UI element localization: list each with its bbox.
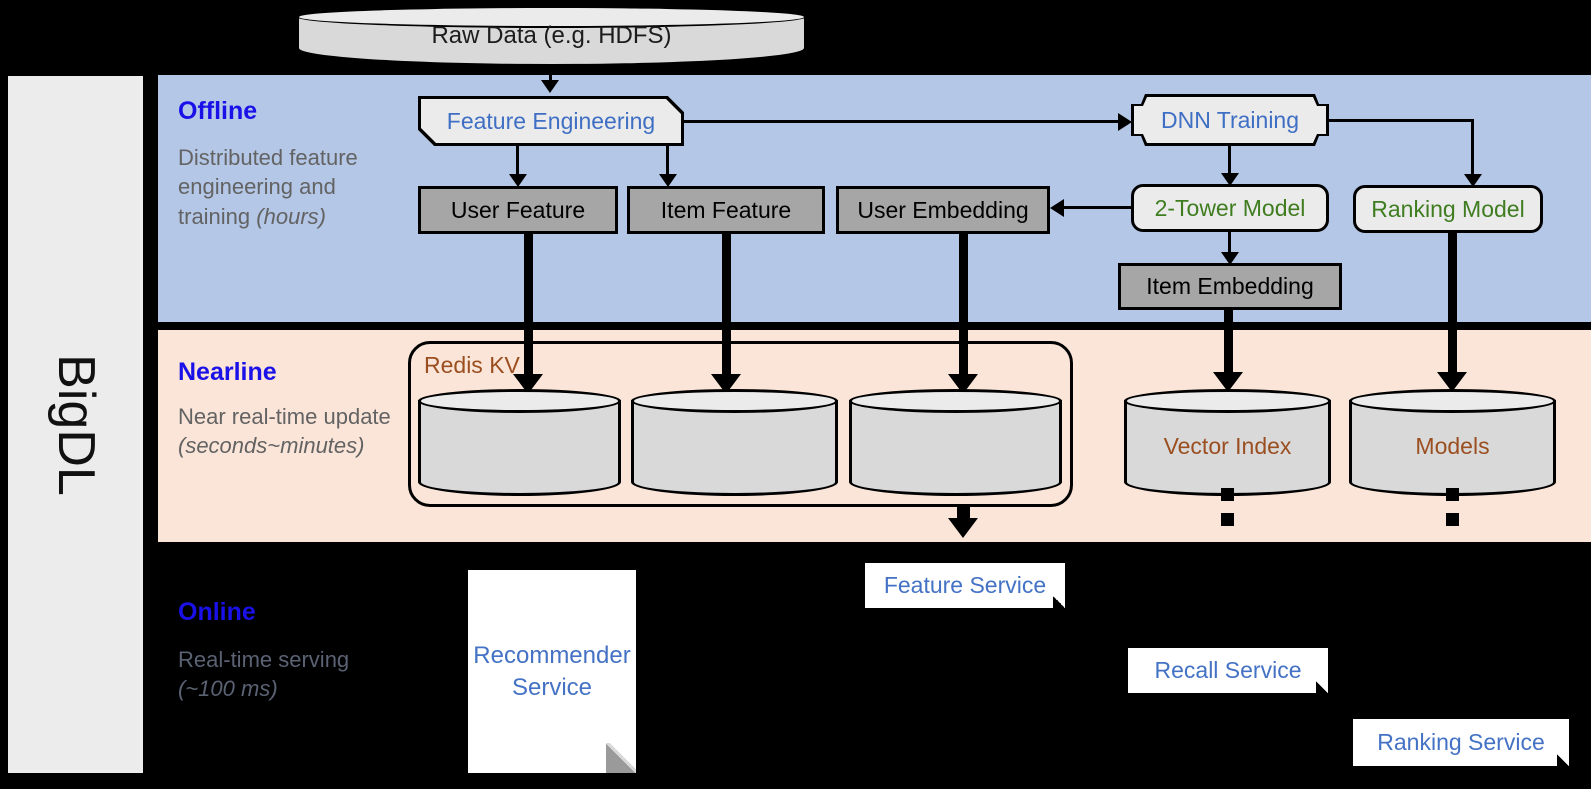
cylinder-top [418, 389, 621, 413]
band-subtitle-nearline: Near real-time update (seconds~minutes) [178, 402, 408, 461]
raw-data-cylinder[interactable]: Raw Data (e.g. HDFS) [297, 6, 806, 66]
vector-index-cylinder[interactable]: Vector Index [1124, 389, 1331, 496]
band-subtitle-online: Real-time serving (~100 ms) [178, 645, 408, 704]
arrowhead-fe-to-dnn [1118, 113, 1132, 131]
stub-models-upper [1446, 488, 1459, 501]
node-user-embedding[interactable]: User Embedding [836, 186, 1050, 234]
cylinder-top [1124, 389, 1331, 413]
node-feature-service-label: Feature Service [883, 572, 1047, 598]
node-ranking-model-label: Ranking Model [1371, 195, 1525, 222]
sidebar-label: BigDL [46, 353, 105, 496]
band-subtitle-offline-main: Distributed feature engineering and trai… [178, 145, 358, 229]
cylinder-top [1349, 389, 1556, 413]
arrowhead-dnn-to-twotower [1221, 173, 1239, 186]
node-user-feature[interactable]: User Feature [418, 186, 618, 234]
node-feature-engineering-label: Feature Engineering [421, 99, 681, 143]
connector-fe-to-userfeature [516, 146, 519, 176]
connector-twotower-to-userembedding [1062, 206, 1132, 209]
store-cylinder-1-label [418, 389, 621, 496]
arrowhead-feeder-itemembedding [1213, 372, 1243, 392]
cylinder-body [418, 400, 621, 496]
node-item-embedding[interactable]: Item Embedding [1118, 263, 1342, 310]
node-item-embedding-label: Item Embedding [1146, 273, 1314, 300]
connector-fe-to-itemfeature [666, 146, 669, 176]
band-subtitle-online-main: Real-time serving [178, 647, 350, 672]
store-cylinder-2[interactable] [631, 389, 838, 496]
band-subtitle-online-em: (~100 ms) [178, 676, 278, 702]
node-feature-engineering[interactable]: Feature Engineering [418, 96, 684, 146]
raw-data-label: Raw Data (e.g. HDFS) [431, 22, 672, 49]
band-title-online: Online [178, 598, 256, 626]
store-cylinder-3[interactable] [849, 389, 1062, 496]
stub-models-lower [1446, 513, 1459, 526]
group-redis-kv-label: Redis KV [424, 352, 520, 378]
node-item-feature[interactable]: Item Feature [627, 186, 825, 234]
connector-twotower-to-itemembedding [1228, 232, 1231, 258]
node-ranking-service[interactable]: Ranking Service [1353, 719, 1569, 766]
connector-dnn-to-ranking-v [1471, 119, 1474, 179]
node-user-feature-label: User Feature [450, 196, 586, 223]
arrowhead-fe-to-userfeature [509, 174, 527, 187]
band-subtitle-nearline-em: (seconds~minutes) [178, 433, 365, 459]
node-recall-service[interactable]: Recall Service [1128, 648, 1328, 693]
node-two-tower-model-label: 2-Tower Model [1154, 194, 1306, 221]
cylinder-top [849, 389, 1062, 413]
cylinder-body [849, 400, 1062, 496]
arrowhead-feeder-rankingmodel [1437, 372, 1467, 392]
models-label: Models [1415, 433, 1490, 459]
arrowhead-fe-to-itemfeature [659, 174, 677, 187]
connector-dnn-to-ranking-h [1329, 119, 1474, 122]
node-user-embedding-label: User Embedding [857, 196, 1029, 223]
connector-rawdata-to-fe [549, 66, 552, 82]
cylinder-top [631, 389, 838, 413]
feeder-itemembedding [1224, 310, 1233, 378]
stub-feature-service [957, 505, 970, 518]
stub-vector-index-lower [1221, 513, 1234, 526]
feeder-userfeature [524, 234, 533, 380]
band-subtitle-offline: Distributed feature engineering and trai… [178, 143, 408, 231]
vector-index-label: Vector Index [1163, 433, 1292, 459]
store-cylinder-1[interactable] [418, 389, 621, 496]
arrowhead-twotower-to-itemembedding [1221, 252, 1239, 265]
connector-dnn-to-twotower [1228, 146, 1231, 178]
node-recommender-service[interactable]: Recommender Service [468, 570, 636, 773]
group-redis-kv[interactable] [408, 341, 1073, 507]
band-subtitle-nearline-main: Near real-time update [178, 404, 391, 429]
node-feature-service[interactable]: Feature Service [865, 563, 1065, 608]
models-cylinder[interactable]: Models [1349, 389, 1556, 496]
feeder-userembedding [959, 234, 968, 380]
band-title-nearline: Nearline [178, 358, 277, 386]
node-dnn-training[interactable]: DNN Training [1131, 94, 1329, 146]
stub-vector-index-upper [1221, 488, 1234, 501]
band-title-offline: Offline [178, 97, 258, 125]
node-item-feature-label: Item Feature [660, 196, 792, 223]
sidebar-bigdl: BigDL [8, 76, 143, 773]
feeder-rankingmodel [1448, 233, 1457, 378]
node-ranking-model[interactable]: Ranking Model [1353, 185, 1543, 233]
node-dnn-training-label: DNN Training [1134, 97, 1326, 143]
arrowhead-to-feature-service [948, 518, 978, 538]
node-recall-service-label: Recall Service [1154, 657, 1302, 683]
arrowhead-twotower-to-userembedding [1050, 199, 1064, 217]
store-cylinder-2-label [631, 389, 838, 496]
node-ranking-service-label: Ranking Service [1377, 729, 1545, 755]
band-subtitle-offline-em: (hours) [256, 203, 326, 229]
node-recommender-service-label: Recommender Service [473, 642, 631, 701]
arrowhead-rawdata-to-fe [541, 80, 559, 93]
connector-fe-to-dnn [684, 120, 1118, 123]
store-cylinder-3-label [849, 389, 1062, 496]
arrowhead-dnn-to-ranking [1464, 174, 1482, 187]
node-two-tower-model[interactable]: 2-Tower Model [1131, 184, 1329, 232]
cylinder-top [297, 6, 806, 28]
feeder-itemfeature [722, 234, 731, 380]
